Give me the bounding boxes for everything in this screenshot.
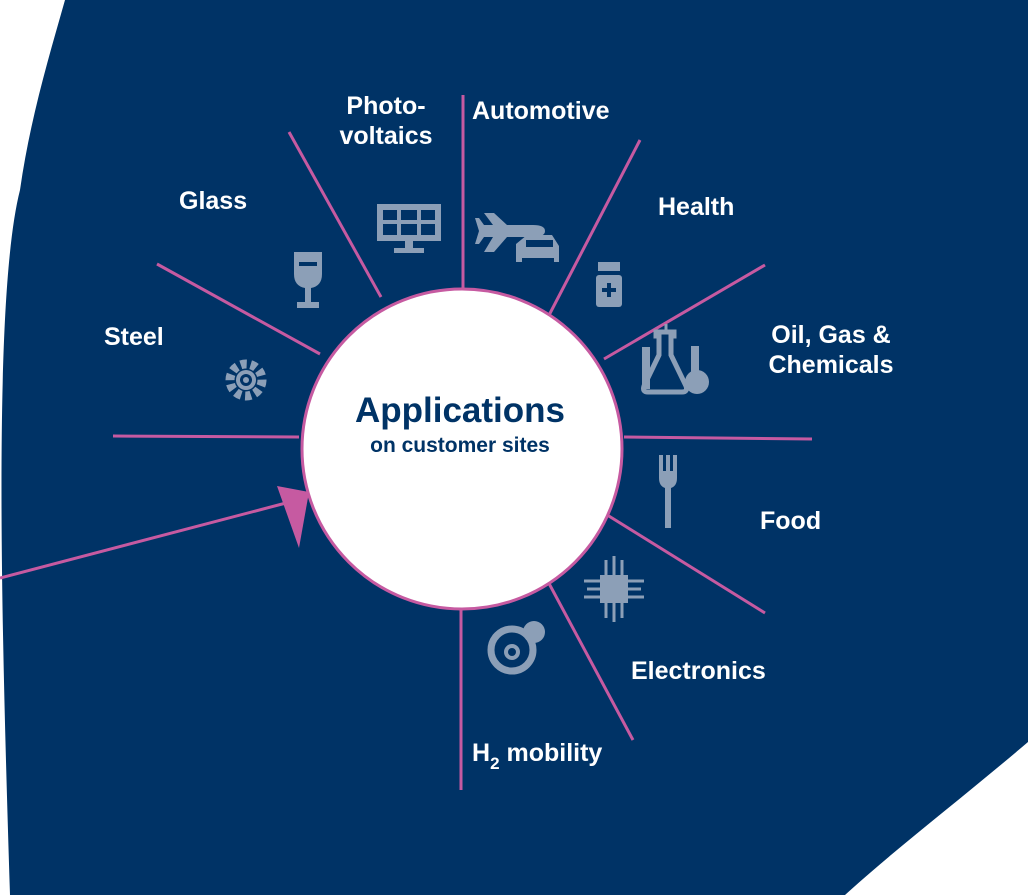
label-food: Food	[760, 507, 822, 535]
gear-icon	[225, 359, 267, 401]
label-h2-subscript: 2	[490, 754, 500, 773]
medicine-bottle-icon	[596, 262, 622, 307]
spoke-oil-gas	[603, 263, 766, 361]
spoke-electronics-left	[543, 575, 635, 741]
label-electronics: Electronics	[631, 657, 766, 685]
label-steel: Steel	[104, 323, 164, 351]
label-h2-h: H	[472, 739, 491, 767]
label-glass: Glass	[179, 187, 248, 215]
icons	[225, 204, 709, 675]
center-label: Applications on customer sites	[300, 390, 620, 460]
spokes	[112, 95, 813, 790]
label-h2-mobility-text: mobility	[499, 739, 603, 767]
label-photovoltaics-line2: voltaics	[339, 122, 433, 150]
center-title: Applications	[354, 391, 566, 430]
label-oil-gas-chemicals: Oil, Gas & Chemicals	[754, 320, 908, 380]
spoke-photovoltaics	[287, 131, 383, 298]
spoke-glass	[156, 262, 321, 356]
arrow-head	[277, 486, 309, 548]
label-oil-gas-line2: Chemicals	[768, 351, 894, 379]
label-photovoltaics-line1: Photo-	[346, 92, 426, 120]
label-photovoltaics: Photo- voltaics	[333, 91, 439, 151]
hydrogen-orbit-icon	[487, 621, 545, 675]
center-circle	[300, 287, 624, 611]
plane-car-icon	[475, 213, 559, 262]
solar-panel-icon	[377, 204, 441, 253]
label-oil-gas-line1: Oil, Gas &	[771, 321, 891, 349]
spoke-health	[544, 139, 642, 322]
label-health: Health	[658, 193, 735, 221]
wine-glass-icon	[294, 252, 322, 308]
fork-icon	[659, 455, 677, 528]
arrow-line	[0, 501, 287, 580]
spoke-steel	[112, 434, 300, 439]
spoke-food	[623, 435, 813, 441]
lab-flask-icon	[641, 324, 709, 395]
spoke-electronics-right	[603, 511, 766, 615]
label-h2-mobility: H2 mobility	[472, 738, 603, 773]
microchip-icon	[584, 556, 644, 622]
center-subtitle: on customer sites	[370, 434, 550, 457]
label-automotive: Automotive	[472, 97, 610, 125]
